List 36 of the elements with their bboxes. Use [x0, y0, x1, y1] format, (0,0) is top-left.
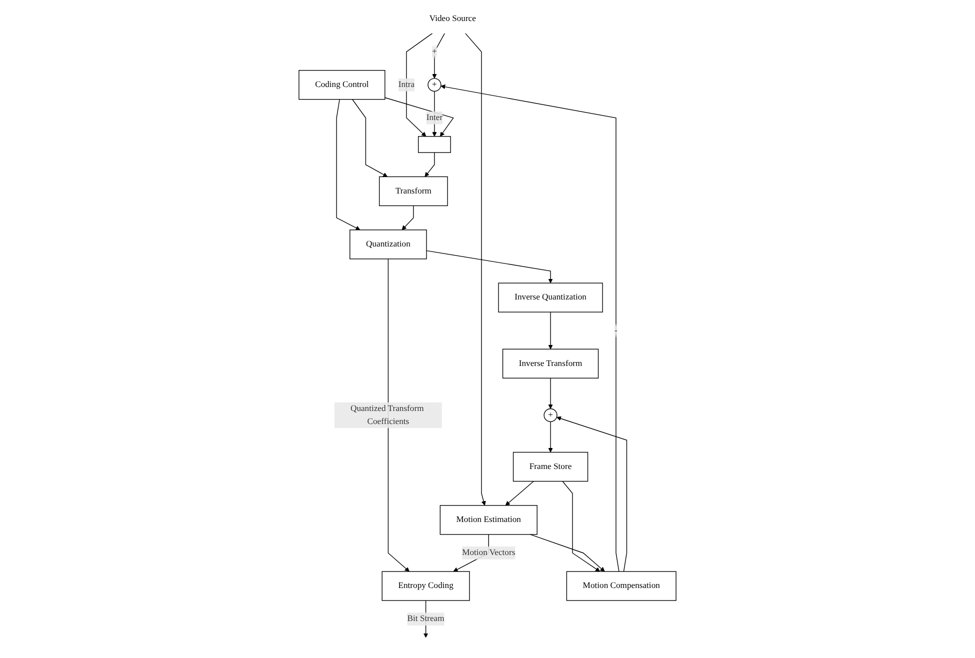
arrow	[384, 97, 454, 137]
arrow	[562, 480, 600, 572]
arrow	[548, 312, 553, 350]
edge-label: Motion Vectors	[462, 548, 516, 558]
arrow	[424, 152, 435, 177]
node-text: Video Source	[429, 14, 476, 24]
arrow	[352, 99, 388, 177]
node-box: Coding Control	[298, 70, 386, 100]
arrow	[426, 250, 553, 284]
node-box: Frame Store	[512, 452, 588, 482]
arrow	[402, 205, 414, 230]
arrow	[530, 534, 605, 572]
node-box: Entropy Coding	[382, 571, 470, 601]
edge-label: -	[614, 326, 618, 335]
arrow	[556, 416, 628, 572]
node-box: Inverse Transform	[502, 348, 599, 378]
edge-label: Quantized Transform Coefficients	[350, 404, 424, 426]
node-circle: +	[544, 408, 558, 422]
arrow	[464, 32, 486, 506]
arrow	[548, 421, 553, 452]
node-box: Quantization	[350, 230, 427, 260]
node-box: Motion Compensation	[566, 571, 676, 601]
edge-label: Intra	[398, 80, 415, 90]
node-box: Transform	[378, 176, 448, 206]
arrow	[505, 480, 534, 506]
node-box: Inverse Quantization	[498, 282, 603, 312]
arrow	[406, 32, 433, 137]
edge-label: +	[432, 47, 437, 56]
arrow	[336, 99, 360, 230]
arrow	[388, 258, 410, 572]
edge-label: Bit Stream	[407, 614, 444, 624]
node-box: Motion Estimation	[440, 505, 538, 535]
edge-label: Inter	[426, 113, 443, 122]
node-box	[418, 136, 451, 153]
arrow	[548, 378, 553, 409]
node-circle: +	[428, 78, 442, 92]
